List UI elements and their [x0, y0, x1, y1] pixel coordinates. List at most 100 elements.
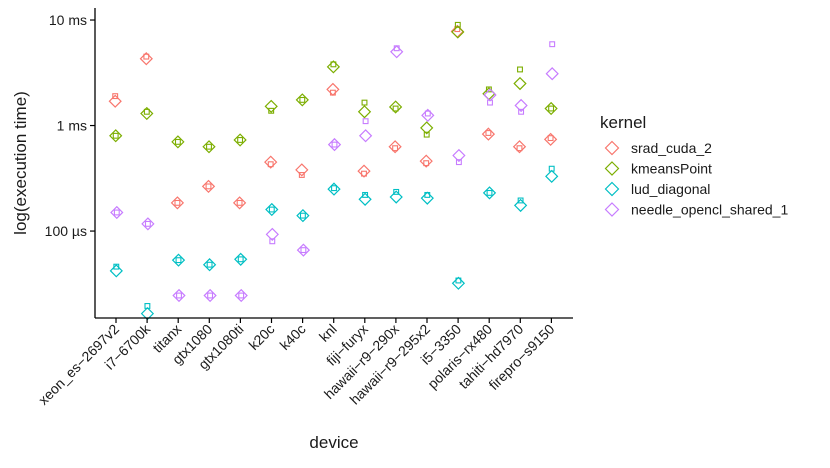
legend-label-needle-opencl-shared-1: needle_opencl_shared_1 [631, 202, 788, 218]
point-square-needle-opencl-shared-1 [518, 108, 525, 115]
y-tick-label: 1 ms [57, 118, 87, 134]
point-square-needle-opencl-shared-1 [424, 110, 431, 117]
point-lud-diagonal [389, 190, 403, 204]
point-srad-cuda-2 [232, 196, 247, 210]
point-square-kmeanspoint [143, 108, 150, 115]
point-kmeanspoint [513, 76, 527, 91]
point-lud-diagonal [109, 264, 123, 278]
point-square-lud-diagonal [548, 165, 555, 172]
point-square-lud-diagonal [393, 188, 400, 195]
point-square-needle-opencl-shared-1 [144, 220, 151, 227]
x-tick-label-k40c: k40c [276, 321, 308, 353]
point-square-srad-cuda-2 [329, 89, 336, 96]
point-square-srad-cuda-2 [143, 53, 150, 60]
point-srad-cuda-2 [170, 196, 185, 210]
point-srad-cuda-2 [201, 179, 216, 194]
point-srad-cuda-2 [139, 52, 153, 66]
point-square-srad-cuda-2 [485, 130, 492, 136]
plot-area [108, 21, 559, 321]
legend-label-lud-diagonal: lud_diagonal [631, 181, 710, 197]
point-square-lud-diagonal [362, 191, 369, 198]
point-srad-cuda-2 [481, 127, 496, 141]
point-lud-diagonal [451, 276, 466, 290]
point-square-srad-cuda-2 [361, 170, 367, 177]
point-square-needle-opencl-shared-1 [331, 141, 338, 148]
point-square-srad-cuda-2 [267, 161, 274, 168]
point-kmeanspoint [140, 106, 154, 121]
legend-key-lud-diagonal [604, 181, 620, 197]
point-kmeanspoint [295, 93, 309, 107]
legend: kernel srad_cuda_2 kmeansPoint lud_diagona… [600, 113, 788, 218]
point-square-needle-opencl-shared-1 [300, 247, 307, 254]
point-lud-diagonal [265, 202, 279, 217]
legend-label-kmeanspoint: kmeansPoint [631, 161, 712, 177]
point-square-srad-cuda-2 [236, 199, 243, 206]
point-square-needle-opencl-shared-1 [238, 292, 245, 299]
y-tick-label: 100 µs [45, 223, 87, 239]
point-square-needle-opencl-shared-1 [487, 99, 493, 106]
y-axis-title: log(execution time) [11, 91, 30, 235]
point-square-kmeanspoint [548, 105, 555, 112]
point-kmeanspoint [171, 135, 185, 149]
point-needle-opencl-shared-1 [327, 137, 342, 152]
legend-item-kmeanspoint: kmeansPoint [604, 161, 712, 177]
point-needle-opencl-shared-1 [452, 148, 466, 163]
point-square-needle-opencl-shared-1 [549, 41, 556, 48]
point-kmeanspoint [326, 60, 341, 74]
point-needle-opencl-shared-1 [141, 217, 155, 231]
point-square-srad-cuda-2 [423, 160, 430, 167]
series-srad-cuda-2 [108, 24, 558, 210]
point-square-lud-diagonal [455, 277, 462, 284]
point-square-lud-diagonal [237, 256, 244, 263]
legend-item-needle-opencl-shared-1: needle_opencl_shared_1 [604, 202, 788, 218]
point-square-srad-cuda-2 [547, 135, 554, 142]
point-square-needle-opencl-shared-1 [176, 292, 182, 299]
x-tick-label-knl: knl [316, 321, 340, 345]
point-square-kmeanspoint [485, 86, 492, 93]
point-square-kmeanspoint [330, 61, 337, 68]
point-srad-cuda-2 [264, 155, 278, 169]
point-lud-diagonal [358, 192, 372, 206]
point-square-kmeanspoint [112, 132, 119, 139]
point-kmeanspoint [544, 101, 558, 116]
point-square-kmeanspoint [517, 66, 523, 73]
x-axis-ticks: xeon_es−2697v2i7−6700ktitanxgtx1080gtx10… [35, 318, 558, 408]
point-square-lud-diagonal [517, 197, 524, 204]
legend-key-kmeanspoint [604, 161, 620, 176]
point-square-lud-diagonal [268, 206, 275, 213]
point-square-srad-cuda-2 [298, 172, 305, 178]
point-square-kmeanspoint [361, 99, 368, 106]
point-square-kmeanspoint [206, 143, 212, 150]
point-square-lud-diagonal [175, 257, 182, 264]
legend-item-srad-cuda-2: srad_cuda_2 [604, 140, 712, 156]
point-kmeanspoint [357, 105, 372, 119]
point-kmeanspoint [233, 133, 247, 147]
point-square-needle-opencl-shared-1 [207, 292, 214, 299]
point-kmeanspoint [388, 100, 403, 114]
series-needle-opencl-shared-1 [110, 41, 559, 303]
point-lud-diagonal [482, 186, 497, 200]
point-square-lud-diagonal [299, 212, 306, 219]
point-needle-opencl-shared-1 [265, 227, 279, 242]
point-needle-opencl-shared-1 [110, 205, 124, 220]
point-square-kmeanspoint [237, 137, 244, 143]
legend-title: kernel [600, 113, 646, 132]
point-srad-cuda-2 [388, 140, 402, 154]
point-square-srad-cuda-2 [516, 145, 523, 152]
point-square-needle-opencl-shared-1 [455, 159, 462, 166]
point-kmeanspoint [264, 99, 278, 114]
point-square-lud-diagonal [331, 185, 337, 192]
legend-key-srad-cuda-2 [604, 140, 620, 156]
point-kmeanspoint [109, 129, 123, 143]
point-lud-diagonal [296, 208, 310, 223]
point-square-needle-opencl-shared-1 [362, 118, 369, 125]
point-lud-diagonal [202, 258, 217, 272]
point-srad-cuda-2 [357, 164, 371, 178]
point-needle-opencl-shared-1 [421, 108, 435, 122]
point-square-srad-cuda-2 [205, 183, 212, 190]
point-square-kmeanspoint [392, 105, 399, 112]
point-square-kmeanspoint [454, 21, 461, 28]
point-square-lud-diagonal [113, 263, 120, 270]
